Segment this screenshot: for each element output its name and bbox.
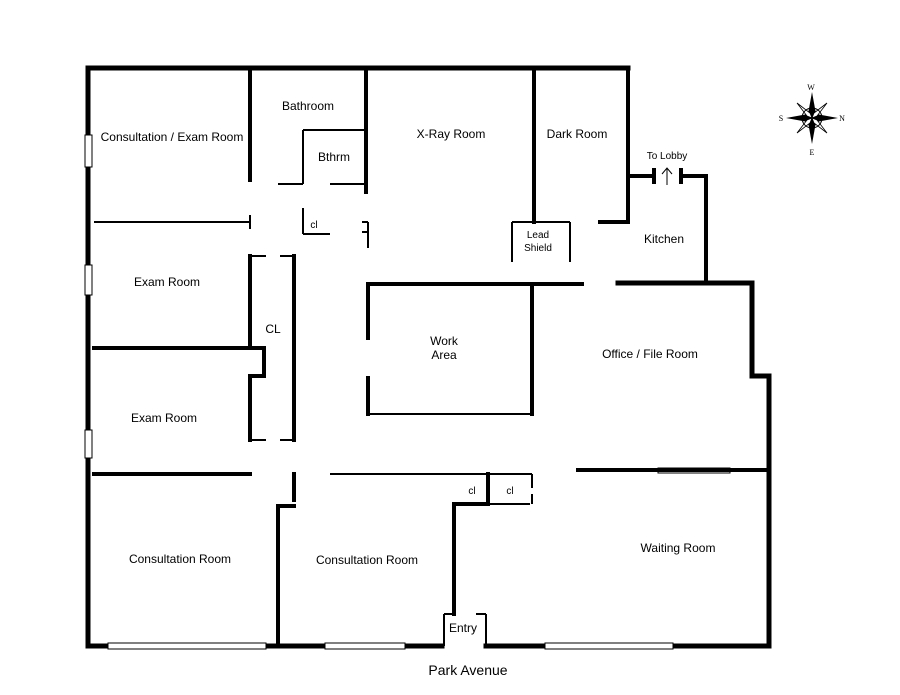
street-label: Park Avenue bbox=[428, 662, 507, 678]
compass-south-label: S bbox=[779, 114, 783, 123]
window bbox=[84, 429, 93, 459]
lead-shield-label-2: Shield bbox=[524, 243, 552, 254]
closet-label: cl bbox=[310, 220, 317, 231]
entry-label: Entry bbox=[449, 621, 477, 635]
consultation-exam-room-label: Consultation / Exam Room bbox=[101, 130, 244, 144]
compass-north-label: N bbox=[839, 114, 845, 123]
bathroom-label: Bathroom bbox=[282, 99, 334, 113]
closet-label: cl bbox=[506, 486, 513, 497]
window bbox=[544, 642, 674, 650]
office-file-room-label: Office / File Room bbox=[602, 347, 698, 361]
window bbox=[107, 642, 267, 650]
to-lobby-label: To Lobby bbox=[647, 151, 688, 162]
compass-west-label: W bbox=[807, 83, 815, 92]
lobby-arrow-icon bbox=[661, 167, 673, 185]
exam-room-label: Exam Room bbox=[134, 275, 200, 289]
exam-room-label: Exam Room bbox=[131, 411, 197, 425]
cl-label: CL bbox=[265, 322, 281, 336]
window bbox=[324, 642, 406, 650]
consultation-room-label: Consultation Room bbox=[129, 552, 231, 566]
windows bbox=[84, 134, 731, 650]
waiting-room-label: Waiting Room bbox=[641, 541, 716, 555]
lead-shield-label-1: Lead bbox=[527, 230, 549, 241]
compass-east-label: E bbox=[810, 148, 815, 157]
consultation-room-label: Consultation Room bbox=[316, 553, 418, 567]
xray-room-label: X-Ray Room bbox=[417, 127, 486, 141]
work-area-label-2: Area bbox=[431, 348, 457, 362]
kitchen-label: Kitchen bbox=[644, 232, 684, 246]
interior-walls bbox=[92, 66, 771, 648]
window bbox=[84, 264, 93, 296]
bthrm-label: Bthrm bbox=[318, 150, 350, 164]
dark-room-label: Dark Room bbox=[547, 127, 608, 141]
compass-rose-icon bbox=[786, 92, 838, 144]
closet-label: cl bbox=[468, 486, 475, 497]
work-area-label-1: Work bbox=[430, 334, 459, 348]
window bbox=[84, 134, 93, 168]
